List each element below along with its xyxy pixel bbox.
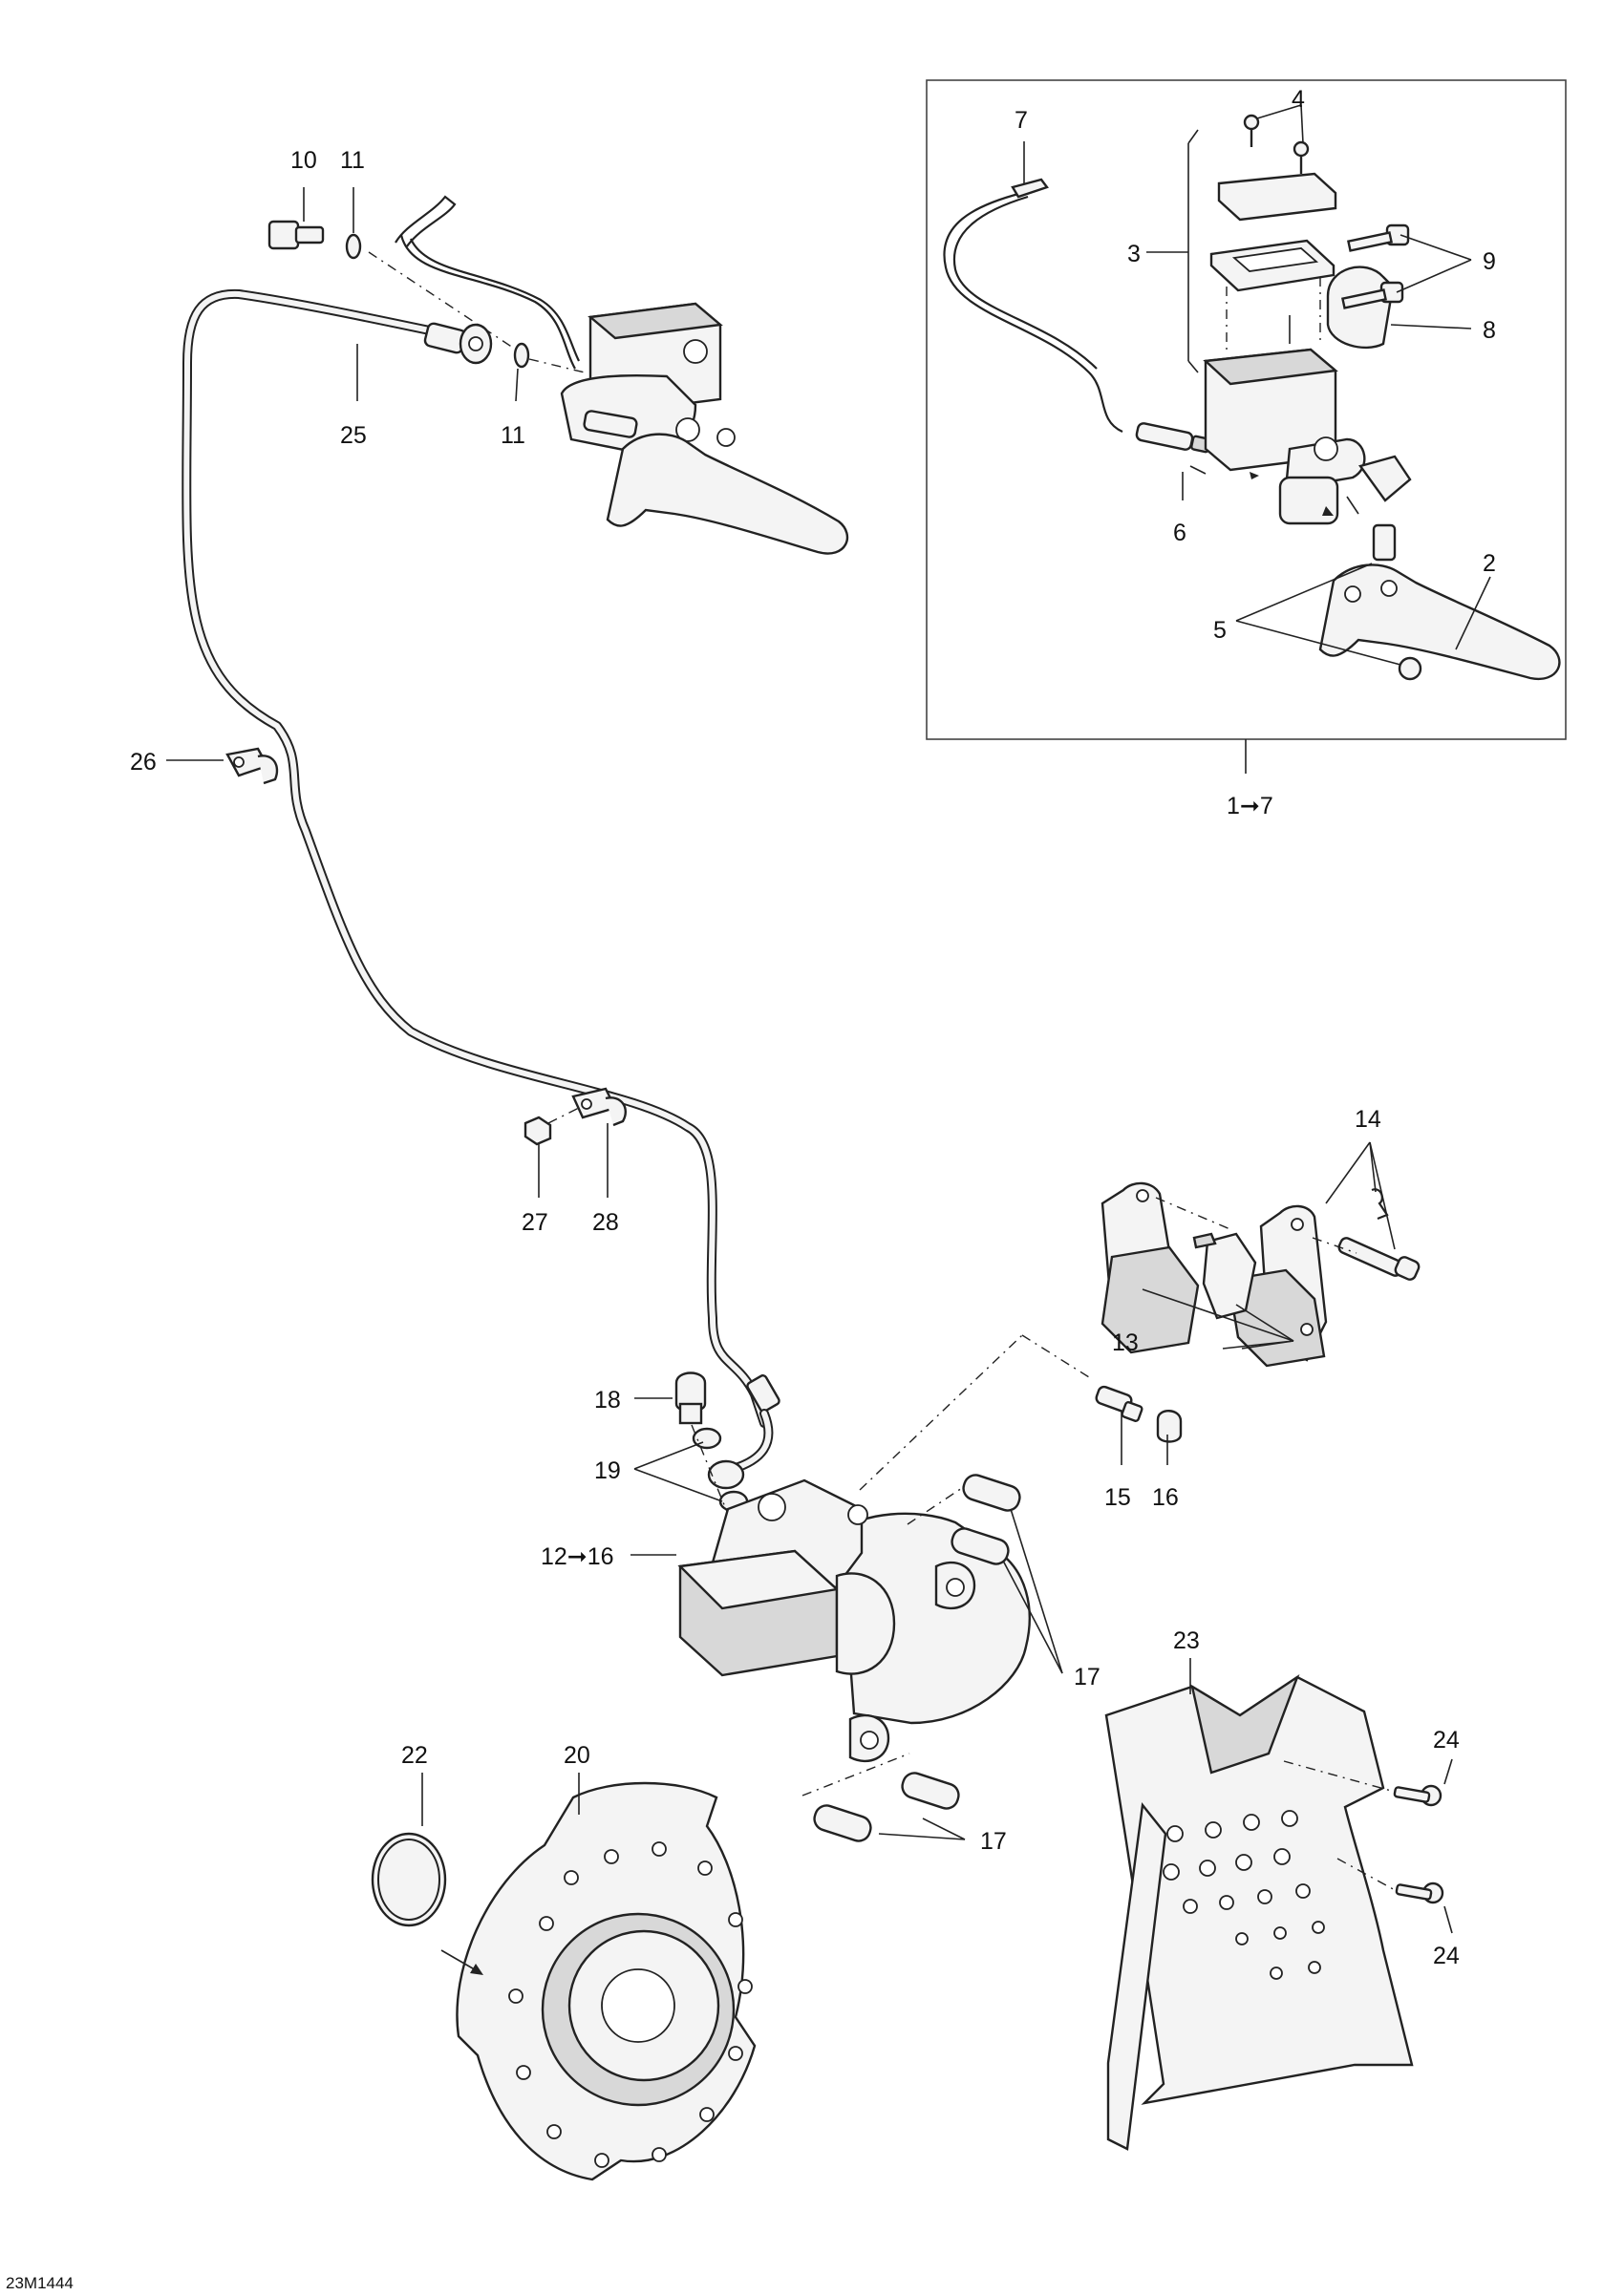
callout-3: 3: [1127, 241, 1141, 267]
callout-9: 9: [1483, 248, 1496, 275]
cap-screws: [1243, 114, 1310, 174]
callout-19: 19: [594, 1457, 621, 1484]
reservoir-cap: [1217, 172, 1337, 222]
brake-switch-wire: [943, 191, 1123, 434]
callout-18: 18: [594, 1387, 621, 1414]
clamp-bolts: [1341, 223, 1410, 309]
callout-15: 15: [1104, 1484, 1131, 1511]
brake-light-switch: [1135, 422, 1211, 454]
hose-bracket: [571, 1087, 628, 1127]
callout-4: 4: [1292, 86, 1305, 113]
callout-17-bottom: 17: [980, 1828, 1007, 1855]
callout-2: 2: [1483, 550, 1496, 577]
pad-spring: [1192, 1232, 1257, 1320]
callout-11-bottom: 11: [501, 422, 525, 449]
handlebar-clamp: [1326, 266, 1395, 350]
callout-24-top: 24: [1433, 1727, 1460, 1754]
bleeder-cap: [1156, 1410, 1183, 1443]
brake-disc: [456, 1781, 757, 2181]
callout-20: 20: [564, 1742, 590, 1769]
callout-5: 5: [1213, 617, 1227, 644]
callout-10: 10: [290, 147, 317, 174]
callout-27: 27: [522, 1209, 548, 1236]
callout-8: 8: [1483, 317, 1496, 344]
o-ring: [371, 1832, 447, 1927]
lever-pivot-bolt: [1372, 523, 1397, 562]
sealing-washer: [345, 233, 362, 260]
callout-22: 22: [401, 1742, 428, 1769]
disc-guard: [1104, 1673, 1414, 2151]
callout-11-top: 11: [340, 147, 365, 174]
brake-lever: [1318, 563, 1561, 681]
master-cylinder-assembly: [395, 195, 849, 555]
callout-7: 7: [1015, 107, 1028, 134]
brake-hose: [182, 288, 780, 1490]
guard-screws: [1393, 1784, 1444, 1904]
brake-pads: [1100, 1181, 1328, 1368]
callout-23: 23: [1173, 1627, 1200, 1654]
callout-25: 25: [340, 422, 367, 449]
banjo-bolt-caliper: [674, 1371, 707, 1425]
callout-16: 16: [1152, 1484, 1179, 1511]
callout-6: 6: [1173, 520, 1186, 546]
callout-labels: 1➞7 2 3 4 5 6 7 8 9 10 11 11 12➞16 13 14…: [130, 86, 1496, 1969]
brake-caliper: [677, 1478, 1031, 1763]
callout-26: 26: [130, 749, 157, 776]
banjo-bolt: [267, 220, 325, 250]
inset-master-cylinder-breakdown: [926, 79, 1567, 774]
bleeder-screw: [1095, 1385, 1143, 1422]
callout-13: 13: [1112, 1329, 1139, 1356]
pad-pin: [1337, 1237, 1421, 1281]
callout-28: 28: [592, 1209, 619, 1236]
hex-nut: [524, 1116, 552, 1146]
callout-1-7: 1➞7: [1227, 793, 1273, 819]
caliper-mounting-bolts: [813, 1474, 1021, 1842]
master-cylinder-body: [1203, 348, 1366, 525]
hose-clip: [225, 747, 279, 785]
callout-17-top: 17: [1074, 1664, 1100, 1690]
callout-14: 14: [1355, 1106, 1381, 1133]
callout-12-16: 12➞16: [541, 1543, 614, 1570]
callout-24-bottom: 24: [1433, 1943, 1460, 1969]
leader-lines: [166, 187, 1453, 1972]
drawing-code: 23M1444: [6, 2274, 74, 2292]
lever-boot: [1358, 455, 1412, 502]
sealing-washer: [513, 342, 530, 369]
